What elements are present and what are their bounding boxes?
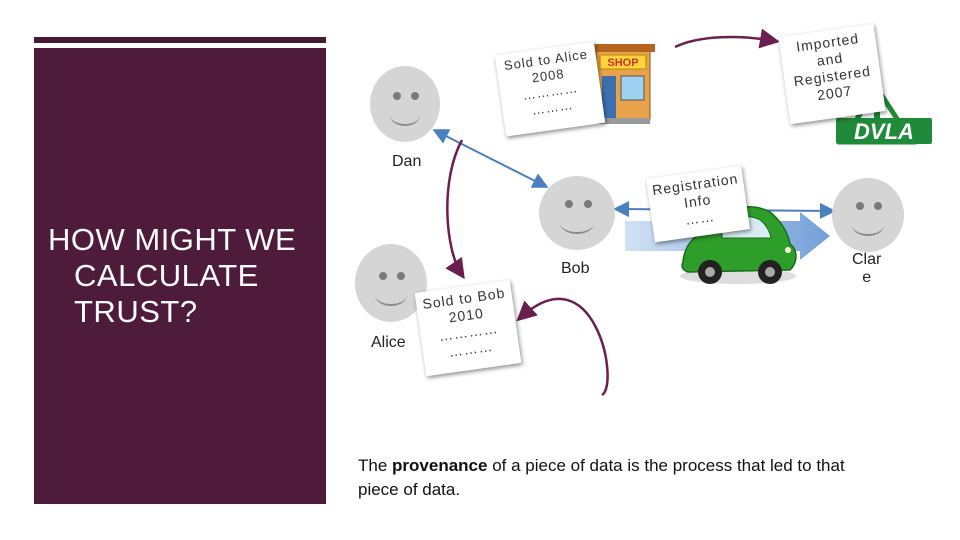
shop-icon: SHOP (591, 44, 655, 124)
shop-to-dvla-arrow (674, 28, 780, 49)
alice-right-eye (397, 272, 405, 280)
dvla-text: DVLA (854, 119, 914, 144)
alice-face (355, 244, 427, 322)
caption-bold-term: provenance (392, 456, 488, 475)
slide-title: HOW MIGHT WE CALCULATE TRUST? (48, 222, 338, 330)
title-line-3: TRUST? (74, 294, 198, 329)
dan-label: Dan (392, 153, 422, 170)
dan-mouth (389, 104, 421, 126)
clare-label-line-1: Clar (852, 251, 882, 268)
caption-post: of a piece of data is the process that l… (358, 456, 845, 499)
title-line-2: CALCULATE (74, 258, 259, 293)
title-line-1: HOW MIGHT WE (48, 222, 297, 257)
alice-label: Alice (371, 334, 406, 351)
dan-face (370, 66, 440, 142)
dvla-logo: DVLA (836, 83, 932, 145)
clare-label: Clar e (852, 251, 881, 287)
clare-face (832, 178, 904, 252)
bob-face (539, 176, 615, 250)
bob-left-eye (565, 200, 573, 208)
top-accent-bar (34, 37, 326, 43)
note-sold-to-alice: Sold to Alice 2008 ………… ……… (494, 41, 606, 137)
provenance-caption: The provenance of a piece of data is the… (358, 454, 858, 502)
clare-left-eye (856, 202, 864, 210)
alice-mouth (375, 284, 407, 306)
note-sold-to-bob: Sold to Bob 2010 ………… ……… (414, 279, 522, 377)
dan-to-alice-arrow (445, 139, 465, 280)
clare-right-eye (874, 202, 882, 210)
title-panel (34, 48, 326, 504)
shop-sign: SHOP (607, 57, 638, 69)
dan-right-eye (411, 92, 419, 100)
clare-label-line-2: e (862, 269, 872, 286)
car-to-sold-bob-arrow (516, 297, 609, 397)
clare-mouth (852, 214, 884, 236)
bob-mouth (560, 212, 594, 234)
alice-left-eye (379, 272, 387, 280)
note-registration-info: Registration Info …… (646, 165, 750, 243)
bob-right-eye (584, 200, 592, 208)
dan-bob-link (432, 129, 549, 188)
bob-label: Bob (561, 260, 590, 277)
caption-pre: The (358, 456, 393, 475)
dan-left-eye (393, 92, 401, 100)
note-imported-registered: Imported and Registered 2007 (778, 23, 886, 125)
